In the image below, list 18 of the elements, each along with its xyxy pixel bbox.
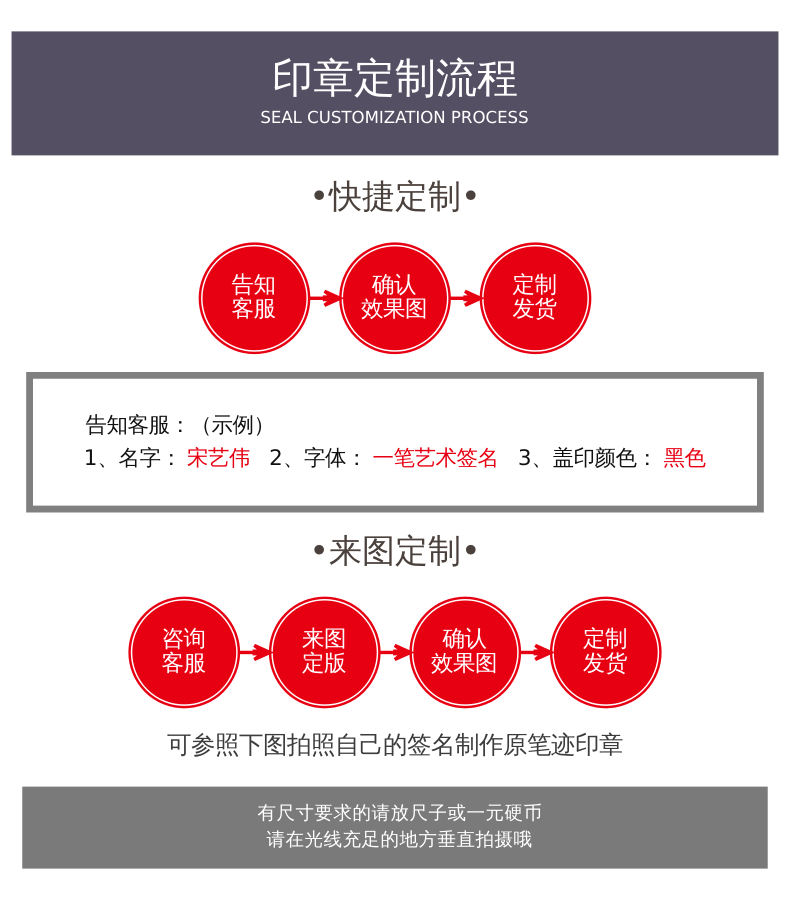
node-circle: 定制发货 (480, 242, 592, 354)
node-circle: 来图定版 (268, 596, 381, 708)
node-circle: 告知客服 (198, 242, 310, 354)
arrow (309, 290, 342, 307)
arrow (239, 644, 272, 662)
arrow (520, 644, 553, 662)
node-box: 告知客服：（示例） 1、名字： 宋艺伟 2、字体： 一笔艺术签名 3、盖印颜色： 黑色 (26, 372, 764, 512)
label: 可参照下图拍照自己的签名制作原笔迹印章 (167, 730, 623, 759)
label: •快捷定制• (309, 176, 481, 216)
node-circle: 咨询客服 (128, 596, 240, 708)
node-box: 印章定制流程 SEAL CUSTOMIZATION PROCESS (12, 31, 778, 156)
arrow (450, 290, 482, 307)
node-circle: 定制发货 (550, 596, 662, 708)
label: •来图定制• (309, 530, 481, 570)
node-circle: 确认效果图 (339, 242, 451, 354)
node-box: 有尺寸要求的请放尺子或一元硬币 请在光线充足的地方垂直拍摄哦 (22, 786, 768, 869)
node-circle: 确认效果图 (409, 596, 522, 708)
arrow (380, 644, 412, 662)
